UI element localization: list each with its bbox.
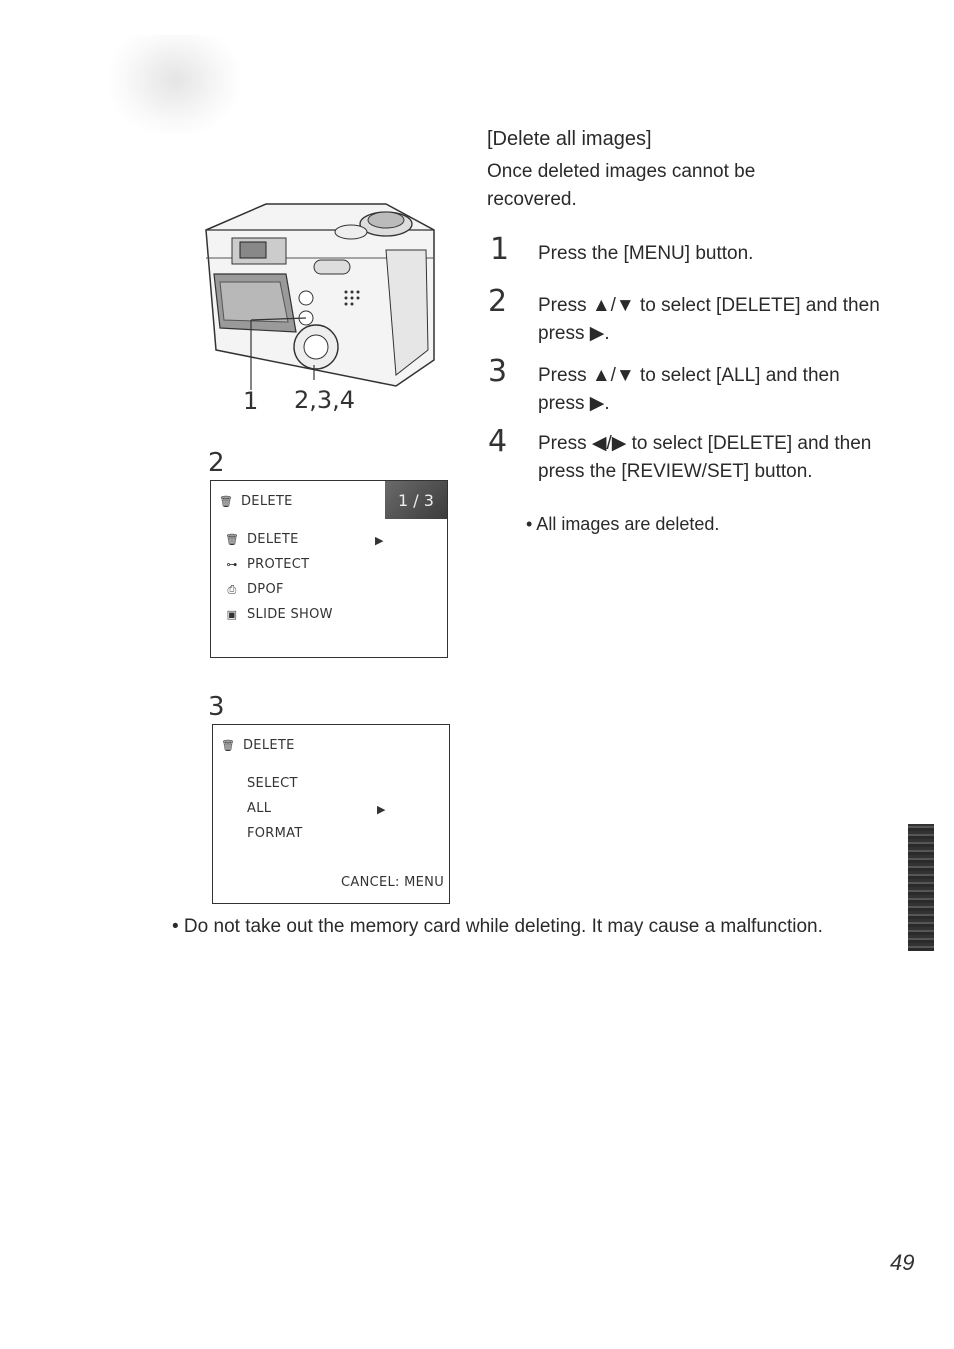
menu-header-label: DELETE bbox=[241, 494, 293, 509]
menu-item-format[interactable]: FORMAT bbox=[247, 826, 303, 841]
step-number-2: 2 bbox=[488, 284, 508, 319]
menu-item-delete[interactable]: 🗑 DELETE bbox=[225, 532, 299, 547]
menu-item-all[interactable]: ALL bbox=[247, 801, 271, 816]
menu-header: 🗑 DELETE bbox=[221, 738, 295, 753]
menu-item-protect[interactable]: ⊶ PROTECT bbox=[225, 557, 309, 572]
step-text-4: Press ◀/▶ to select [DELETE] and then pr… bbox=[538, 433, 872, 482]
menu-item-label: SELECT bbox=[247, 776, 298, 791]
trash-icon: 🗑 bbox=[219, 495, 234, 508]
step-text-3: Press ▲/▼ to select [ALL] and then press… bbox=[538, 365, 840, 414]
menu-item-label: DPOF bbox=[247, 582, 284, 597]
menu-header: 🗑 DELETE bbox=[219, 494, 293, 509]
section-title: [Delete all images] bbox=[487, 128, 652, 150]
slideshow-icon: ▣ bbox=[226, 608, 238, 621]
menu-item-select[interactable]: SELECT bbox=[247, 776, 298, 791]
menu-item-label: ALL bbox=[247, 801, 272, 816]
camera-drawing bbox=[205, 203, 435, 390]
menu-header-label: DELETE bbox=[243, 738, 295, 753]
trash-icon: 🗑 bbox=[221, 739, 236, 752]
menu-item-dpof[interactable]: ⎙ DPOF bbox=[225, 582, 284, 597]
result-bullet: • All images are deleted. bbox=[526, 514, 720, 534]
chapter-tab-marker bbox=[908, 824, 934, 951]
print-icon: ⎙ bbox=[227, 582, 237, 596]
cancel-hint-label: CANCEL: MENU bbox=[341, 875, 445, 890]
page-number: 49 bbox=[890, 1250, 915, 1275]
menu-screen-2: 🗑 DELETE 1 / 3 🗑 DELETE ▶ ⊶ PROTECT ⎙ DP… bbox=[210, 480, 448, 658]
menu-item-slide-show[interactable]: ▣ SLIDE SHOW bbox=[225, 607, 333, 622]
menu-item-label: FORMAT bbox=[247, 826, 303, 841]
callout-steps-234: 2,3,4 bbox=[294, 386, 356, 414]
step-number-4: 4 bbox=[488, 424, 508, 459]
camera-illustration bbox=[196, 190, 446, 420]
step-text-2: Press ▲/▼ to select [DELETE] and then pr… bbox=[538, 295, 880, 344]
warning-note: Once deleted images cannot be recovered. bbox=[487, 161, 756, 210]
cancel-hint: CANCEL: MENU bbox=[341, 875, 444, 890]
step-number-3: 3 bbox=[488, 354, 508, 389]
menu-screen-3: 🗑 DELETE SELECT ALL ▶ FORMAT CANCEL: MEN… bbox=[212, 724, 450, 904]
figure-label-3: 3 bbox=[208, 692, 225, 722]
trash-icon: 🗑 bbox=[225, 533, 240, 546]
step-number-1: 1 bbox=[490, 232, 510, 267]
menu-item-label: SLIDE SHOW bbox=[247, 607, 333, 622]
menu-item-label: PROTECT bbox=[247, 557, 310, 572]
figure-label-2: 2 bbox=[208, 448, 225, 478]
menu-item-label: DELETE bbox=[247, 532, 299, 547]
submenu-arrow-icon: ▶ bbox=[375, 534, 384, 547]
caution-note: • Do not take out the memory card while … bbox=[172, 916, 823, 937]
step-text-1: Press the [MENU] button. bbox=[538, 243, 754, 264]
page-badge: 1 / 3 bbox=[385, 481, 447, 519]
submenu-arrow-icon: ▶ bbox=[377, 803, 386, 816]
callout-step1: 1 bbox=[243, 387, 259, 415]
scan-smudge bbox=[110, 35, 240, 135]
key-icon: ⊶ bbox=[226, 558, 238, 571]
